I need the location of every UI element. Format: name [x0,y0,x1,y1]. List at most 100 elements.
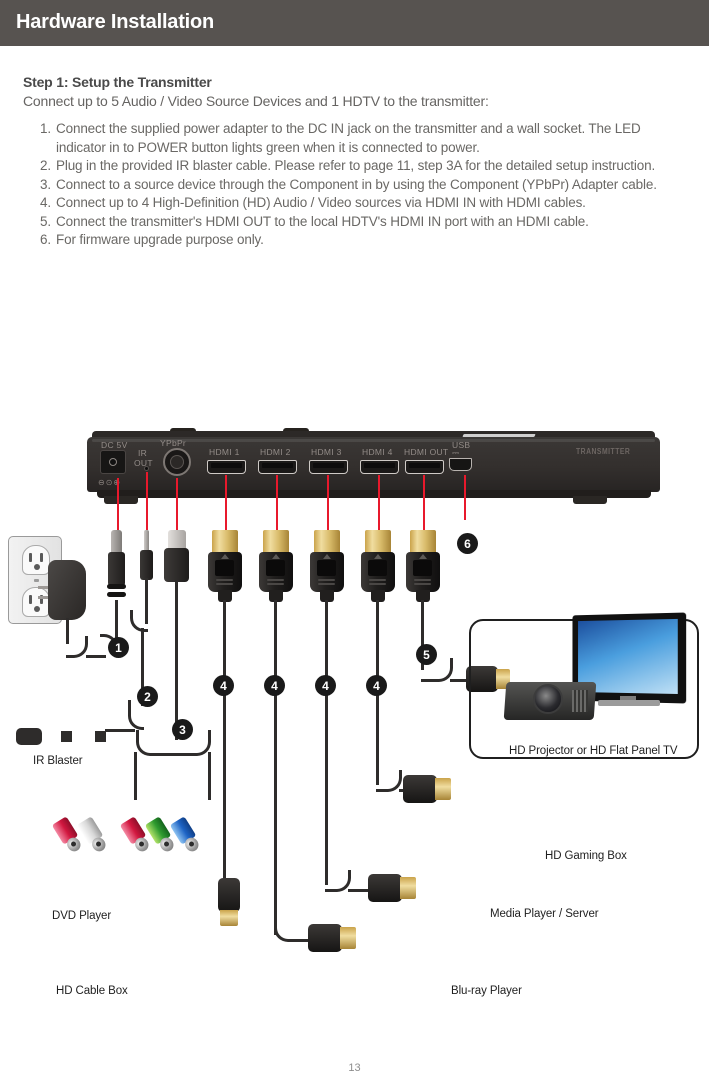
list-item-number: 3. [40,176,51,192]
projector-vent [572,690,588,712]
hdmi-plug-shell [218,878,240,912]
list-item: 4. Connect up to 4 High-Definition (HD) … [38,194,688,213]
port-label-hdmi-2: HDMI 2 [260,447,291,457]
hdmi-plug-neck [269,590,283,602]
page-number: 13 [348,1062,361,1074]
list-item-number: 4. [40,195,51,210]
transmitter-base [97,490,651,498]
projector-lens [533,684,563,714]
ir-cable-segment [105,729,135,732]
power-adapter [48,560,86,620]
hd-cable-box-label: HD Cable Box [56,985,128,997]
ypbpr-cable-split-left [136,730,176,756]
hdmi3-cable-segment [325,600,328,885]
hdmi-2-port [258,460,297,474]
hdmi-plug-rib [318,583,335,585]
list-item: 6. For firmware upgrade purpose only. [38,231,688,250]
list-item-number: 6. [40,232,51,247]
list-item-text: Connect the transmitter's HDMI OUT to th… [56,213,589,229]
callout-badge-4b: 4 [264,675,285,696]
hdmi-4-port [360,460,399,474]
hdmi-plug-contacts [263,530,289,554]
outlet-socket-top [22,545,50,575]
callout-badge-5: 5 [416,644,437,665]
hdmi-plug-rib [369,583,386,585]
hdmi-plug-contacts [340,927,356,949]
leader-line-hdmi1 [225,475,227,530]
ir-cable-curve [128,700,144,730]
usb-port [449,458,472,471]
hdmi-1-port [207,460,246,474]
power-cord-segment [115,600,118,638]
ypbpr-plug-body [164,548,189,582]
port-label-hdmi-out: HDMI OUT [404,447,449,457]
hdmi-plug-shell [308,924,342,952]
leader-line-hdmi4 [378,475,380,530]
hdmiout-cable-segment [421,600,424,670]
transmitter-sheen [92,439,655,442]
hdmi-plug-window [413,560,432,576]
dc-plug-ring [107,584,126,589]
hdmi-plug-marker-icon [374,554,382,559]
hdmi-plug-neck [320,590,334,602]
transmitter-top-bump [283,428,309,433]
transmitter-foot [573,496,607,504]
leader-line-hdmi2 [276,475,278,530]
callout-badge-2: 2 [137,686,158,707]
media-player-label: Media Player / Server [490,908,599,920]
list-item-text: Connect to a source device through the C… [56,176,657,192]
hdmi-plug-contacts [220,910,238,926]
hdmi-plug-neck [371,590,385,602]
hdmi-plug-contacts [400,877,416,899]
ypbpr-branch-audio [134,752,137,800]
hdmi-plug-marker-icon [221,554,229,559]
hdmi-plug-rib [369,579,386,581]
hdmi-plug-rib [267,579,284,581]
hdmi-plug-shell [403,775,437,803]
rca-connector-pb [169,816,203,856]
list-item-text: For firmware upgrade purpose only. [56,232,264,247]
ypbpr-plug-tip [168,530,186,550]
adapter-prong [38,596,52,599]
hdmi-plug-rib [318,579,335,581]
ypbpr-branch-video [208,752,211,800]
hdmi-plug-contacts [365,530,391,554]
ir-blaster-emitter [16,728,42,745]
hdmi-plug-shell [368,874,402,902]
leader-line-usb [464,475,466,520]
port-label-usb: USB [452,440,471,450]
transmitter-brand-label: TRANSMITTER [576,447,631,456]
ir-blaster-node [95,731,106,742]
installation-diagram: TRANSMITTER DC 5V ⊖⊙⊕ IR OUT YPbPr HDMI … [0,400,709,1060]
dc-plug-body [108,552,125,586]
hdmi-plug-rib [216,579,233,581]
callout-badge-4d: 4 [366,675,387,696]
step-subtitle: Connect up to 5 Audio / Video Source Dev… [23,93,489,109]
hd-display-label: HD Projector or HD Flat Panel TV [509,745,678,757]
hdmi-plug-marker-icon [323,554,331,559]
ir-plug-body [140,550,153,580]
hdmiout-cable-segment [450,679,468,682]
header-bar [0,0,709,46]
leader-line-ypbpr [176,478,178,530]
hdmi-plug-marker-icon [419,554,427,559]
dc-plug-tip [111,530,122,556]
callout-badge-4c: 4 [315,675,336,696]
list-item-text: Connect the supplied power adapter to th… [56,121,641,155]
blu-ray-player-label: Blu-ray Player [451,985,522,997]
hdmi1-cable-segment [223,600,226,880]
hdmi-plug-neck [416,590,430,602]
callout-badge-6: 6 [457,533,478,554]
callout-badge-3: 3 [172,719,193,740]
hdmi-plug-contacts [410,530,436,554]
list-item: 3. Connect to a source device through th… [38,176,688,195]
transmitter-top-bump [170,428,196,433]
hdmi-plug-rib [414,583,431,585]
list-item: 5. Connect the transmitter's HDMI OUT to… [38,213,688,232]
list-item: 1. Connect the supplied power adapter to… [38,120,688,157]
ir-cable-curve [130,610,148,632]
page-title: Hardware Installation [16,11,215,33]
hdmiout-cable-curve [421,658,453,682]
list-item: 2. Plug in the provided IR blaster cable… [38,157,688,176]
leader-line-hdmiout [423,475,425,530]
